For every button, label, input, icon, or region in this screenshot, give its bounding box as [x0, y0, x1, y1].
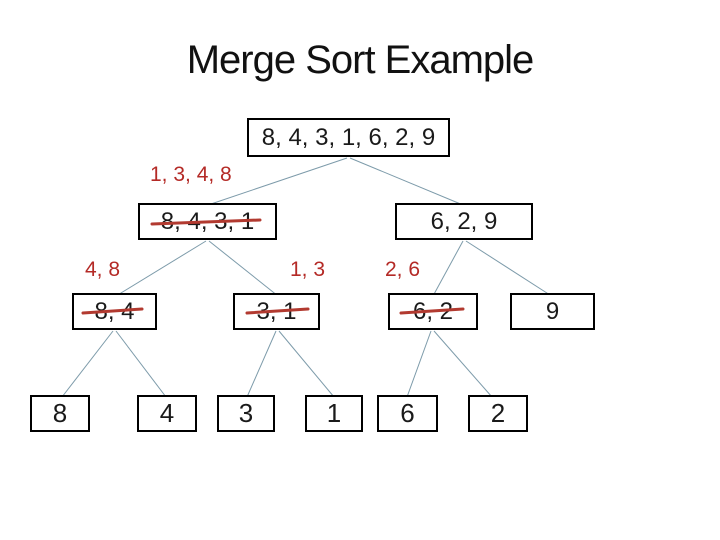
leaf-node-2-label: 2: [490, 398, 506, 428]
leaf-node-2: 2: [468, 395, 528, 432]
node-pair-31: 3, 1: [233, 293, 320, 330]
node-pair-31-label: 3, 1: [256, 297, 297, 325]
node-pair-84-label: 8, 4: [94, 297, 135, 325]
node-single-9: 9: [510, 293, 595, 330]
leaf-node-6-label: 6: [400, 398, 415, 428]
edge-right-to-9: [465, 240, 551, 296]
edge-31-to-leaf-3: [246, 330, 277, 398]
node-left-half: 8, 4, 3, 1: [138, 203, 277, 240]
leaf-node-3: 3: [217, 395, 275, 432]
edge-84-to-leaf-4: [115, 330, 167, 398]
leaf-node-3-label: 3: [238, 398, 254, 428]
edge-62-to-leaf-6: [406, 330, 432, 398]
merge-result-label-48: 4, 8: [85, 258, 121, 281]
node-pair-84: 8, 4: [72, 293, 157, 330]
merge-result-label-1348: 1, 3, 4, 8: [150, 163, 232, 186]
leaf-node-4: 4: [137, 395, 197, 432]
merge-result-label-26: 2, 6: [385, 258, 421, 281]
node-root: 8, 4, 3, 1, 6, 2, 9: [247, 118, 450, 157]
node-single-9-label: 9: [545, 297, 560, 325]
edge-31-to-leaf-1: [278, 330, 335, 398]
edge-root-to-right-child: [349, 157, 464, 206]
leaf-node-8-label: 8: [52, 398, 68, 428]
edge-84-to-leaf-8: [61, 330, 114, 398]
edge-62-to-leaf-2: [433, 330, 493, 398]
leaf-node-8: 8: [30, 395, 90, 432]
node-right-half: 6, 2, 9: [395, 203, 533, 240]
leaf-node-1-label: 1: [326, 398, 342, 428]
edge-left-to-31: [208, 240, 279, 297]
leaf-node-1: 1: [305, 395, 363, 432]
edge-left-to-84: [115, 240, 207, 297]
node-pair-62-label: 6, 2: [412, 297, 454, 325]
slide-title: Merge Sort Example: [186, 38, 535, 82]
leaf-node-6: 6: [377, 395, 438, 432]
node-right-half-label: 6, 2, 9: [430, 207, 498, 235]
leaf-node-4-label: 4: [159, 398, 175, 428]
node-left-half-label: 8, 4, 3, 1: [160, 207, 255, 235]
node-pair-62: 6, 2: [388, 293, 478, 330]
node-root-label: 8, 4, 3, 1, 6, 2, 9: [261, 123, 436, 151]
merge-result-label-13: 1, 3: [290, 258, 326, 281]
edge-right-to-62: [432, 240, 464, 297]
